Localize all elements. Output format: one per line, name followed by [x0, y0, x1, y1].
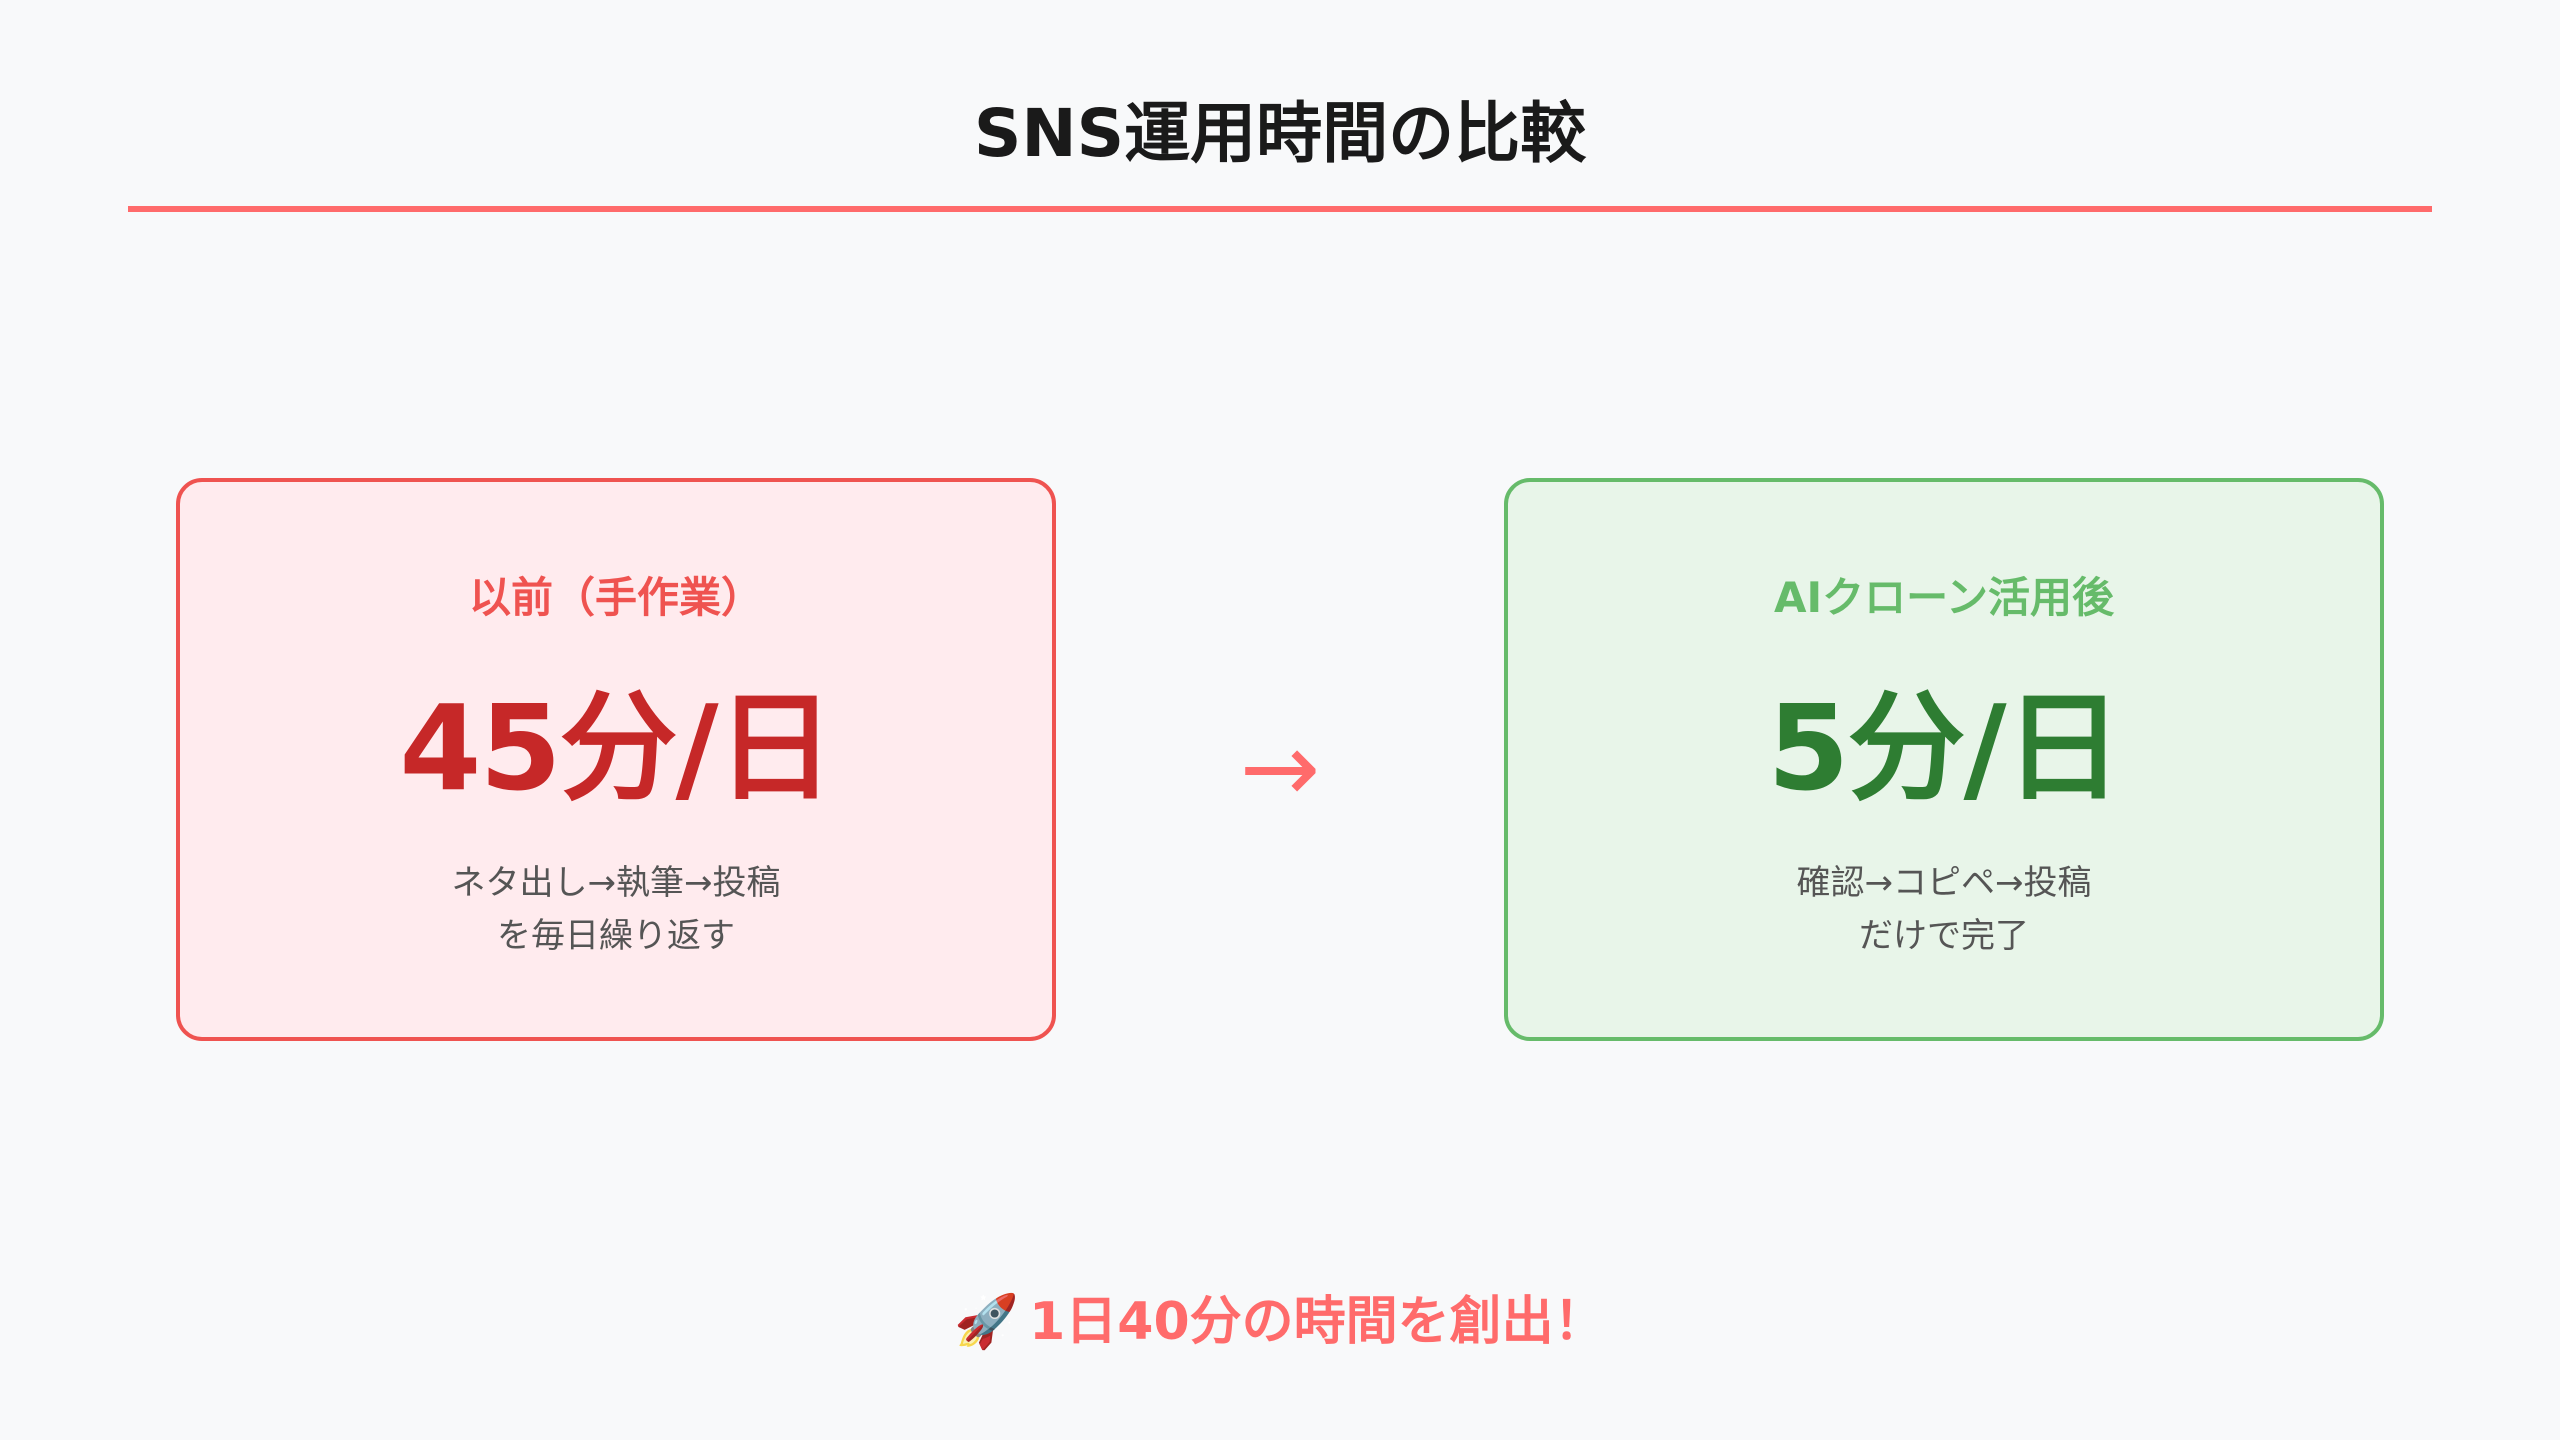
before-card: 以前（手作業） 45分/日 ネタ出し→執筆→投稿 を毎日繰り返す: [176, 478, 1056, 1041]
before-description-line2: を毎日繰り返す: [497, 916, 735, 956]
after-description: 確認→コピペ→投稿 だけで完了: [1508, 857, 2380, 963]
page-title: SNS運用時間の比較: [973, 95, 1587, 172]
before-description-line1: ネタ出し→執筆→投稿: [451, 863, 781, 903]
after-time-value: 5分/日: [1767, 679, 2122, 817]
title-divider: [128, 206, 2432, 212]
before-description: ネタ出し→執筆→投稿 を毎日繰り返す: [180, 857, 1052, 963]
arrow-right-icon: →: [1239, 712, 1321, 824]
before-time-value: 45分/日: [399, 679, 834, 817]
after-description-line1: 確認→コピペ→投稿: [1796, 863, 2092, 903]
after-card: AIクローン活用後 5分/日 確認→コピペ→投稿 だけで完了: [1504, 478, 2384, 1041]
footer-text: 1日40分の時間を創出！: [1029, 1292, 1606, 1352]
after-label: AIクローン活用後: [1773, 573, 2115, 622]
after-description-line2: だけで完了: [1859, 916, 2029, 956]
before-label: 以前（手作業）: [468, 573, 763, 622]
footer-summary: 🚀1日40分の時間を創出！: [0, 1288, 2560, 1356]
rocket-icon: 🚀: [954, 1292, 1020, 1352]
